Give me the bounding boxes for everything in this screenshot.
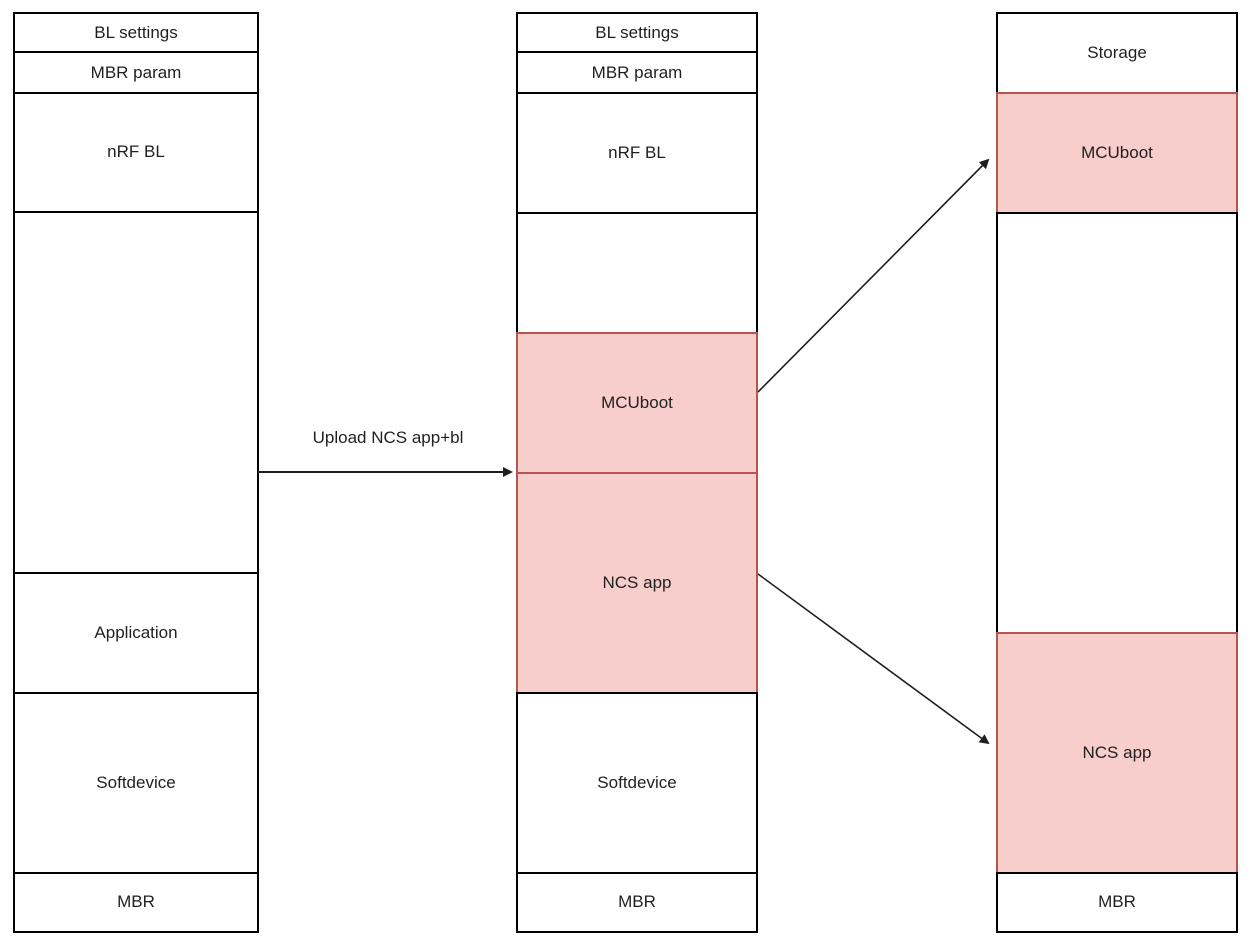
column-device-after-upload bbox=[516, 12, 758, 933]
left-mbr-label: MBR bbox=[117, 891, 155, 911]
right-mcuboot-label: MCUboot bbox=[1081, 142, 1153, 162]
right-mbr-label: MBR bbox=[1098, 891, 1136, 911]
right-mcuboot-rect bbox=[996, 92, 1238, 214]
arrows bbox=[258, 158, 990, 745]
upload-arrow-label: Upload NCS app+bl bbox=[312, 427, 464, 447]
left-application-rect bbox=[13, 572, 259, 694]
right-storage-rect bbox=[996, 12, 1238, 94]
right-free-space-rect bbox=[996, 212, 1238, 634]
mcuboot-move-arrow bbox=[757, 158, 990, 393]
mid-nrf-bl-rect bbox=[516, 92, 758, 214]
column-device-before-upload bbox=[13, 12, 259, 933]
left-bl-settings-label: BL settings bbox=[94, 22, 178, 42]
mid-softdevice-label: Softdevice bbox=[597, 772, 677, 792]
left-nrf-bl-rect bbox=[13, 92, 259, 213]
left-mbr-param-label: MBR param bbox=[90, 62, 182, 82]
right-ncs-app-label: NCS app bbox=[1082, 742, 1152, 762]
mid-bl-settings-label: BL settings bbox=[595, 22, 679, 42]
ncs-app-move-arrow bbox=[757, 573, 990, 745]
right-storage-label: Storage bbox=[1087, 42, 1147, 62]
mid-nrf-bl-label: nRF BL bbox=[608, 142, 666, 162]
mid-mbr-label: MBR bbox=[618, 891, 656, 911]
right-ncs-app-rect bbox=[996, 632, 1238, 874]
left-mbr-param-rect bbox=[13, 51, 259, 94]
mid-softdevice-rect bbox=[516, 692, 758, 874]
right-mbr-rect bbox=[996, 872, 1238, 933]
left-nrf-bl-label: nRF BL bbox=[107, 141, 165, 161]
mid-bl-settings-rect bbox=[516, 12, 758, 53]
left-application-label: Application bbox=[94, 622, 178, 642]
column-final-storage-layout bbox=[996, 12, 1238, 933]
mid-ncs-app-rect bbox=[516, 472, 758, 694]
left-bl-settings-rect bbox=[13, 12, 259, 53]
left-free-space-rect bbox=[13, 211, 259, 574]
mid-mbr-param-label: MBR param bbox=[591, 62, 683, 82]
mid-mcuboot-label: MCUboot bbox=[601, 392, 673, 412]
mid-mbr-rect bbox=[516, 872, 758, 933]
mid-mcuboot-rect bbox=[516, 332, 758, 474]
mid-ncs-app-label: NCS app bbox=[602, 572, 672, 592]
left-mbr-rect bbox=[13, 872, 259, 933]
left-softdevice-rect bbox=[13, 692, 259, 874]
left-softdevice-label: Softdevice bbox=[96, 772, 176, 792]
mid-free-space-rect bbox=[516, 212, 758, 334]
